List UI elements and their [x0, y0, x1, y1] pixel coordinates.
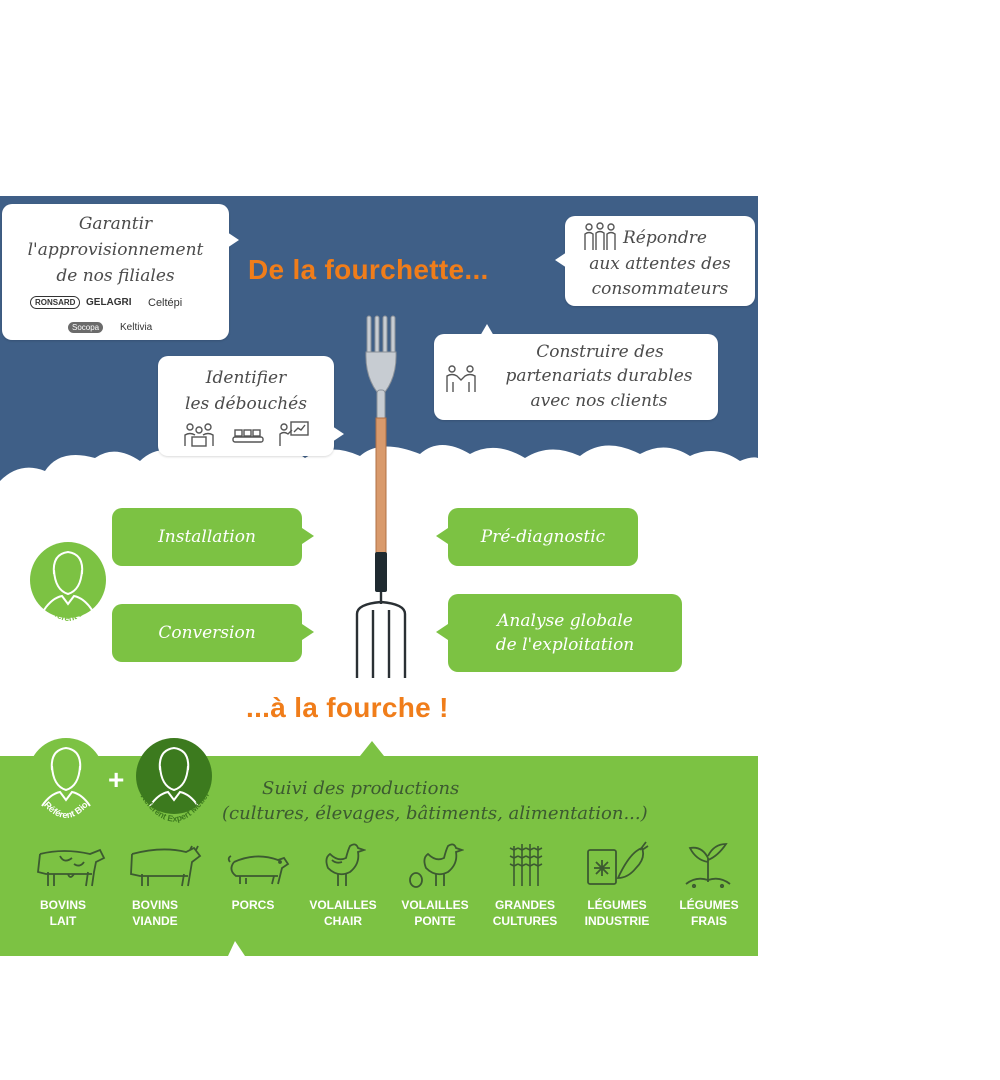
outlets-line-1: Identifier [205, 368, 287, 388]
supply-bubble: Garantir l'approvisionnement de nos fili… [2, 204, 239, 340]
conversion-label: Conversion [158, 623, 256, 643]
sprout-icon [685, 843, 731, 888]
partners-line-3: avec nos clients [530, 391, 668, 411]
wheat-icon [509, 844, 543, 886]
prediag-label: Pré-diagnostic [480, 527, 606, 547]
people-group-icon [584, 222, 616, 250]
prod-label-3-l2: CHAIR [324, 914, 362, 928]
chicken-icon [325, 843, 366, 886]
hen-egg-icon [409, 843, 464, 888]
prod-label-1-l2: VIANDE [132, 914, 178, 928]
analyse-line-1: Analyse globale [497, 611, 633, 631]
supply-line-2: l'approvisionnement [27, 240, 204, 260]
conveyor-icon [232, 429, 264, 443]
prod-label-5-l1: GRANDES [494, 898, 555, 912]
infographic: Garantir l'approvisionnement de nos fili… [0, 196, 758, 956]
supply-line-1: Garantir [78, 214, 153, 234]
gelagri-logo: GELAGRI [86, 297, 132, 308]
partners-line-1: Construire des [536, 342, 664, 362]
beef-cow-icon [130, 845, 202, 887]
fork-pitchfork-illustration [355, 315, 407, 678]
consumers-line-3: consommateurs [591, 279, 729, 299]
outlets-bubble: Identifier les débouchés [158, 356, 344, 456]
referent-bio-avatar: Référent Bio [30, 542, 106, 623]
prod-label-5-l2: CULTURES [492, 914, 558, 928]
prod-label-6-l2: INDUSTRIE [584, 914, 650, 928]
meeting-icon [184, 423, 214, 447]
presentation-icon [279, 421, 309, 446]
prod-label-7-l1: LÉGUMES [679, 898, 739, 912]
outlets-line-2: les débouchés [185, 394, 307, 414]
handshake-people-icon [446, 365, 476, 392]
pig-icon [227, 855, 290, 885]
prod-label-0-l1: BOVINS [39, 898, 86, 912]
consumers-line-2: aux attentes des [589, 254, 731, 274]
consumers-line-1: Répondre [623, 228, 707, 248]
plus-sign: + [108, 764, 125, 795]
prediag-box: Pré-diagnostic [436, 508, 638, 566]
referent-bio-avatar-bottom: Référent Bio [28, 738, 104, 820]
supply-line-3: de nos filiales [56, 266, 175, 286]
ronsard-logo: RONSARD [30, 296, 81, 309]
consumers-bubble: Répondre aux attentes des consommateurs [555, 216, 755, 306]
bottom-title: ...à la fourche ! [246, 692, 449, 723]
suivi-line-2: (cultures, élevages, bâtiments, alimenta… [222, 803, 648, 824]
prod-label-4-l1: VOLAILLES [401, 898, 469, 912]
prod-label-0-l2: LAIT [49, 914, 77, 928]
prod-label-3-l1: VOLAILLES [309, 898, 377, 912]
prod-label-4-l2: PONTE [414, 914, 456, 928]
referent-expert-avatar: Référent Expert Métier [136, 738, 212, 824]
prod-label-6-l1: LÉGUMES [587, 898, 647, 912]
analyse-line-2: de l'exploitation [495, 635, 635, 655]
dairy-cow-icon [37, 848, 106, 887]
partners-line-2: partenariats durables [505, 366, 693, 386]
installation-box: Installation [112, 508, 314, 566]
prod-label-7-l2: FRAIS [691, 914, 727, 928]
installation-label: Installation [158, 527, 256, 547]
prod-label-1-l1: BOVINS [131, 898, 178, 912]
analyse-box: Analyse globale de l'exploitation [436, 594, 682, 672]
conversion-box: Conversion [112, 604, 314, 662]
top-title: De la fourchette... [248, 254, 489, 285]
partners-bubble: Construire des partenariats durables ave… [434, 324, 718, 420]
frozen-vegetables-icon [587, 841, 649, 885]
socopa-logo: Socopa [68, 322, 104, 333]
suivi-line-1: Suivi des productions [262, 778, 460, 799]
keltivia-logo: Keltivia [120, 322, 153, 333]
celtepi-logo: Celtépi [148, 297, 183, 309]
prod-label-2-l1: PORCS [231, 898, 275, 912]
